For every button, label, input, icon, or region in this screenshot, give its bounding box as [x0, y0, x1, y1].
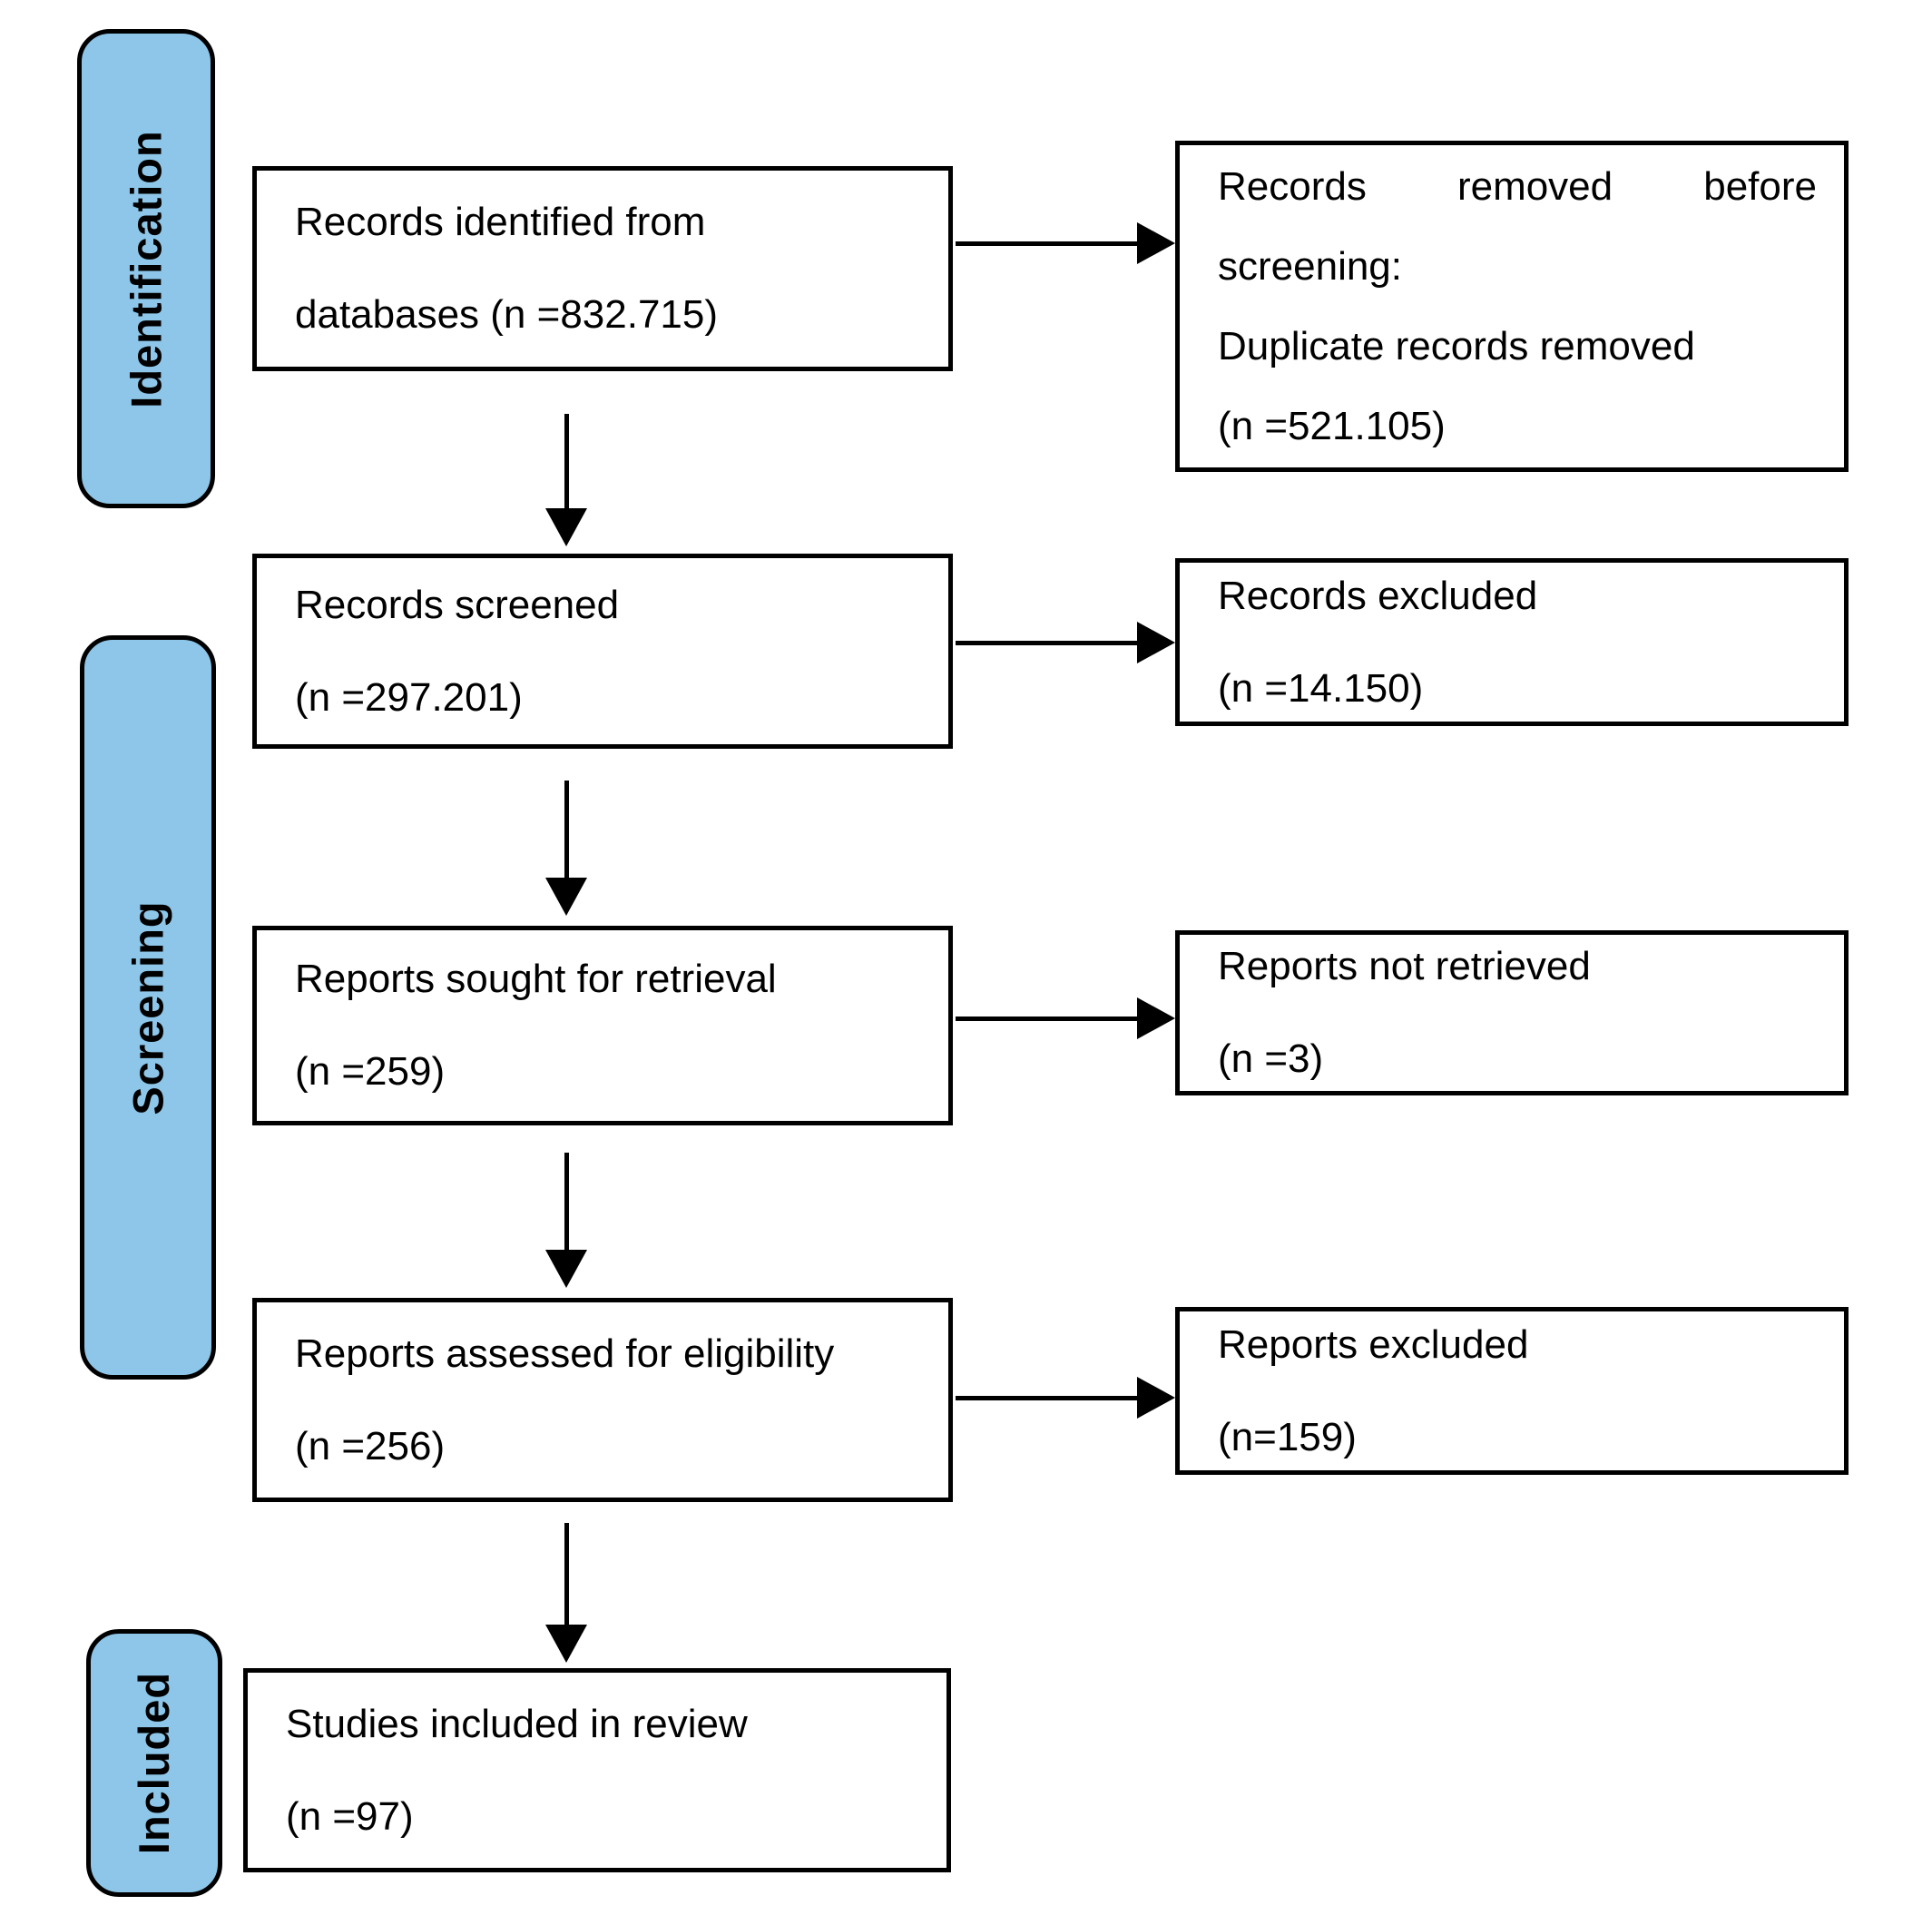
arrow-screened-to-sought-shaft — [564, 781, 569, 878]
arrow-identified-to-removed-shaft — [956, 241, 1139, 246]
box-records-identified: Records identified from databases (n =83… — [252, 166, 953, 371]
box-reports-not-retrieved: Reports not retrieved (n =3) — [1175, 930, 1849, 1095]
arrow-identified-to-removed-head — [1137, 222, 1175, 264]
box-records-removed-line-1: Records removed before — [1218, 163, 1817, 209]
stage-pill-included: Included — [86, 1629, 222, 1897]
box-records-identified-line-1: Records identified from — [295, 200, 706, 244]
arrow-sought-to-assessed-shaft — [564, 1153, 569, 1250]
box-reports-excluded-line-1: Reports excluded — [1218, 1321, 1529, 1367]
box-reports-sought: Reports sought for retrieval (n =259) — [252, 926, 953, 1125]
box-reports-assessed-line-1: Reports assessed for eligibility — [295, 1331, 835, 1376]
arrow-screened-to-sought-head — [545, 878, 587, 916]
box-records-removed-line-3: Duplicate records removed — [1218, 323, 1695, 368]
stage-pill-screening: Screening — [80, 635, 216, 1380]
box-records-excluded-line-1: Records excluded — [1218, 573, 1538, 618]
arrow-identified-to-screened-head — [545, 508, 587, 546]
box-records-excluded: Records excluded (n =14.150) — [1175, 558, 1849, 726]
box-reports-sought-line-2: (n =259) — [295, 1049, 446, 1094]
box-reports-not-retrieved-line-1: Reports not retrieved — [1218, 944, 1591, 988]
box-reports-assessed: Reports assessed for eligibility (n =256… — [252, 1298, 953, 1502]
box-records-identified-line-2: databases (n =832.715) — [295, 292, 719, 337]
arrow-identified-to-screened-shaft — [564, 414, 569, 508]
stage-label-screening: Screening — [123, 899, 172, 1115]
arrow-screened-to-excluded-head — [1137, 622, 1175, 663]
box-records-screened-line-2: (n =297.201) — [295, 674, 523, 720]
box-records-screened: Records screened (n =297.201) — [252, 554, 953, 749]
arrow-assessed-to-included-shaft — [564, 1523, 569, 1625]
stage-pill-identification: Identification — [77, 29, 215, 508]
box-records-removed: Records removed before screening: Duplic… — [1175, 141, 1849, 472]
box-records-excluded-line-2: (n =14.150) — [1218, 665, 1424, 711]
box-reports-excluded: Reports excluded (n=159) — [1175, 1307, 1849, 1475]
box-records-screened-line-1: Records screened — [295, 582, 620, 627]
box-reports-excluded-line-2: (n=159) — [1218, 1414, 1357, 1459]
arrow-assessed-to-excluded-shaft — [956, 1396, 1139, 1400]
box-studies-included: Studies included in review (n =97) — [243, 1668, 951, 1872]
arrow-sought-to-assessed-head — [545, 1250, 587, 1288]
box-studies-included-line-2: (n =97) — [286, 1793, 414, 1839]
box-records-removed-line-2: screening: — [1218, 243, 1403, 289]
box-reports-sought-line-1: Reports sought for retrieval — [295, 957, 777, 1001]
box-reports-assessed-line-2: (n =256) — [295, 1423, 446, 1468]
box-records-removed-line-4: (n =521.105) — [1218, 403, 1446, 448]
arrow-assessed-to-included-head — [545, 1625, 587, 1663]
arrow-sought-to-not-retrieved-head — [1137, 997, 1175, 1039]
arrow-sought-to-not-retrieved-shaft — [956, 1017, 1139, 1021]
stage-label-identification: Identification — [122, 129, 171, 408]
stage-label-included: Included — [130, 1671, 179, 1855]
box-reports-not-retrieved-line-2: (n =3) — [1218, 1036, 1324, 1081]
box-studies-included-line-1: Studies included in review — [286, 1701, 748, 1746]
arrow-screened-to-excluded-shaft — [956, 641, 1139, 645]
arrow-assessed-to-excluded-head — [1137, 1377, 1175, 1419]
